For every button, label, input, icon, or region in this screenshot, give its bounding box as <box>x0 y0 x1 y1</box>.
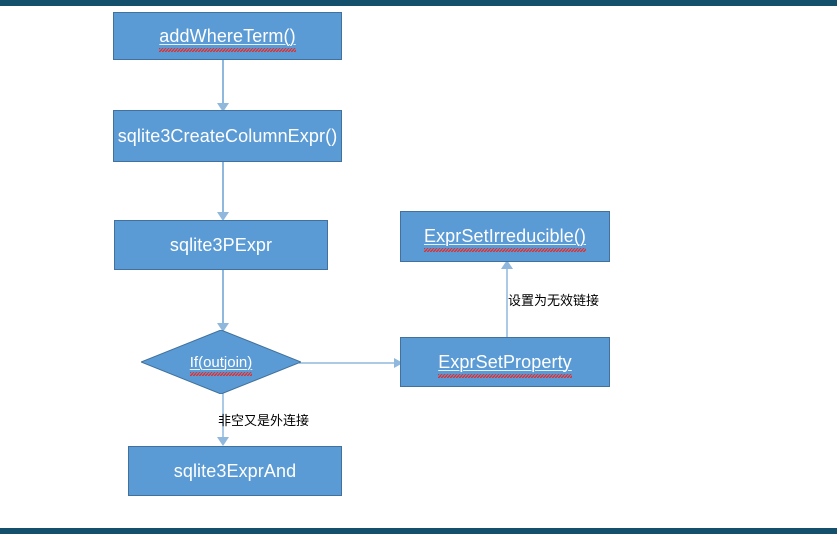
node-addwhereterm[interactable]: addWhereTerm() <box>113 12 342 60</box>
node-sqlite3exprand-label: sqlite3ExprAnd <box>173 460 297 481</box>
node-sqlite3exprand[interactable]: sqlite3ExprAnd <box>128 446 342 496</box>
node-if-outjoin[interactable]: If(outjoin) <box>141 330 301 394</box>
connector-ifoutjoin-to-sqlite3exprand <box>213 393 233 449</box>
node-if-outjoin-label: If(outjoin) <box>189 353 253 376</box>
bottom-frame-bar <box>0 528 837 534</box>
node-if-outjoin-text: If(outjoin) <box>141 330 301 394</box>
top-frame-bar <box>0 0 837 6</box>
node-sqlite3createcolumnexpr[interactable]: sqlite3CreateColumnExpr() <box>113 110 342 162</box>
connector-ifoutjoin-to-exprsetproperty <box>299 354 405 372</box>
node-sqlite3pexpr-label: sqlite3PExpr <box>169 234 273 255</box>
node-exprsetirreducible-label: ExprSetIrreducible() <box>423 226 587 252</box>
node-sqlite3createcolumnexpr-label: sqlite3CreateColumnExpr() <box>117 125 338 146</box>
connector-exprsetproperty-to-exprsetirreducible <box>497 258 517 342</box>
node-exprsetirreducible[interactable]: ExprSetIrreducible() <box>400 211 610 262</box>
node-addwhereterm-label: addWhereTerm() <box>159 25 297 52</box>
connector-createcolumnexpr-to-pexpr <box>213 161 233 223</box>
connector-addwhereterm-to-createcolumnexpr <box>213 58 233 114</box>
node-sqlite3pexpr[interactable]: sqlite3PExpr <box>114 220 328 270</box>
connector-pexpr-to-ifoutjoin <box>213 268 233 334</box>
edge-label-invalid-link: 设置为无效链接 <box>508 294 600 309</box>
node-exprsetproperty-label: ExprSetProperty <box>438 351 572 378</box>
node-exprsetproperty[interactable]: ExprSetProperty <box>400 337 610 387</box>
edge-label-not-null-outer-join: 非空又是外连接 <box>218 414 310 429</box>
